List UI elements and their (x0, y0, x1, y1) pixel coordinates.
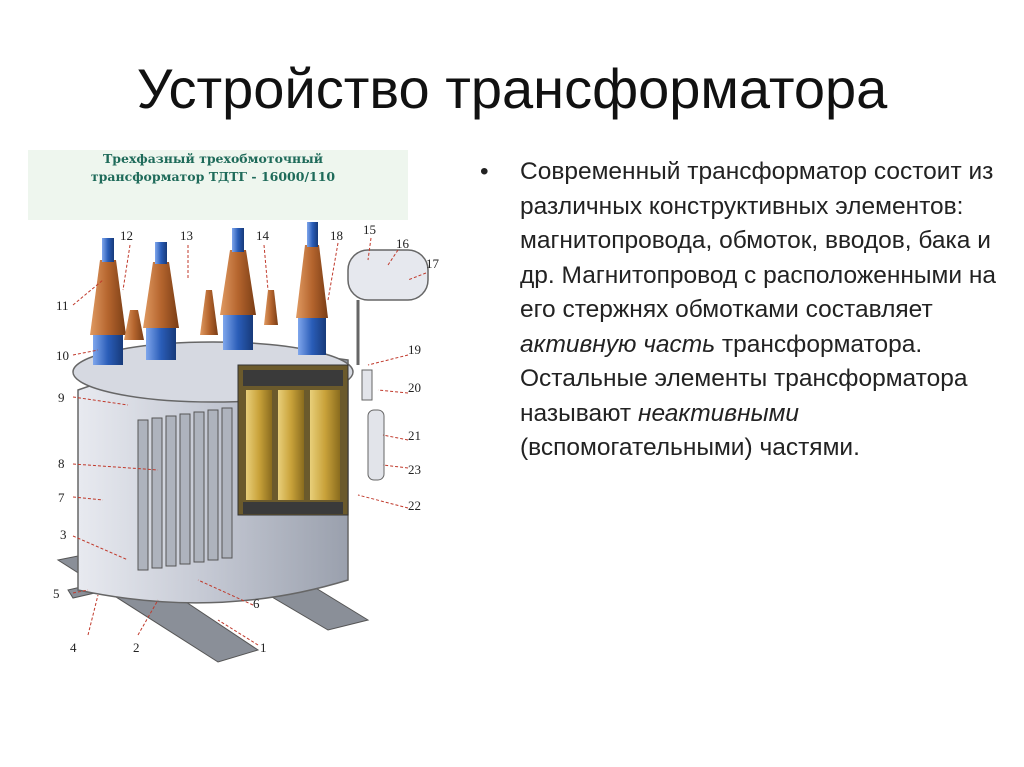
bushings (90, 222, 328, 365)
callout-2: 2 (133, 640, 140, 655)
callout-21: 21 (408, 428, 421, 443)
bullet-marker: • (480, 158, 489, 185)
radiator (137, 407, 233, 571)
paragraph-text-before: Современный трансформатор состоит из раз… (520, 158, 997, 323)
body-text: • Современный трансформатор состоит из р… (480, 155, 1000, 466)
transformer-figure: Трехфазный трехобмоточный трансформатор … (28, 150, 448, 670)
small-bushings (124, 290, 278, 340)
callout-17: 17 (426, 256, 439, 271)
callout-14: 14 (256, 228, 269, 243)
bushing-2 (143, 242, 179, 360)
callout-9: 9 (58, 390, 65, 405)
bushing-4 (296, 222, 328, 355)
figure-caption-line2: трансформатор ТДТГ - 16000/110 (90, 169, 336, 185)
callout-3: 3 (60, 527, 67, 542)
callout-5: 5 (53, 586, 60, 601)
emphasis-active-part: активную часть (520, 330, 716, 358)
leader-lines (72, 237, 427, 646)
callout-15: 15 (363, 222, 376, 237)
bushing-3 (220, 228, 256, 350)
callout-1: 1 (260, 640, 267, 655)
caption-background (28, 150, 408, 220)
conservator (347, 249, 429, 365)
callout-8: 8 (58, 456, 65, 471)
transformer-illustration (28, 150, 429, 663)
callout-7: 7 (58, 490, 65, 505)
callout-12: 12 (120, 228, 133, 243)
paragraph-text-after: (вспомогательными) частями. (520, 434, 860, 461)
figure-caption: Трехфазный трехобмоточный трансформатор … (68, 150, 358, 186)
callout-13: 13 (180, 228, 193, 243)
paragraph-text-middle: трансформатора. Остальные элементы транс… (520, 330, 968, 427)
callout-19: 19 (408, 342, 421, 357)
callout-16: 16 (396, 236, 409, 251)
bushing-1 (90, 238, 126, 365)
emphasis-inactive: неактивными (637, 399, 800, 427)
callout-22: 22 (408, 498, 421, 513)
figure-caption-line1: Трехфазный трехобмоточный (102, 151, 324, 166)
active-part (237, 364, 349, 516)
callout-6: 6 (253, 596, 260, 611)
callout-11: 11 (56, 298, 69, 313)
callout-20: 20 (408, 380, 421, 395)
callout-18: 18 (330, 228, 343, 243)
callout-4: 4 (70, 640, 77, 655)
bullet-paragraph: Современный трансформатор состоит из раз… (520, 155, 1000, 466)
callout-23: 23 (408, 462, 421, 477)
side-equipment (361, 369, 385, 481)
slide-title: Устройство трансформатора (136, 57, 888, 120)
callout-10: 10 (56, 348, 69, 363)
